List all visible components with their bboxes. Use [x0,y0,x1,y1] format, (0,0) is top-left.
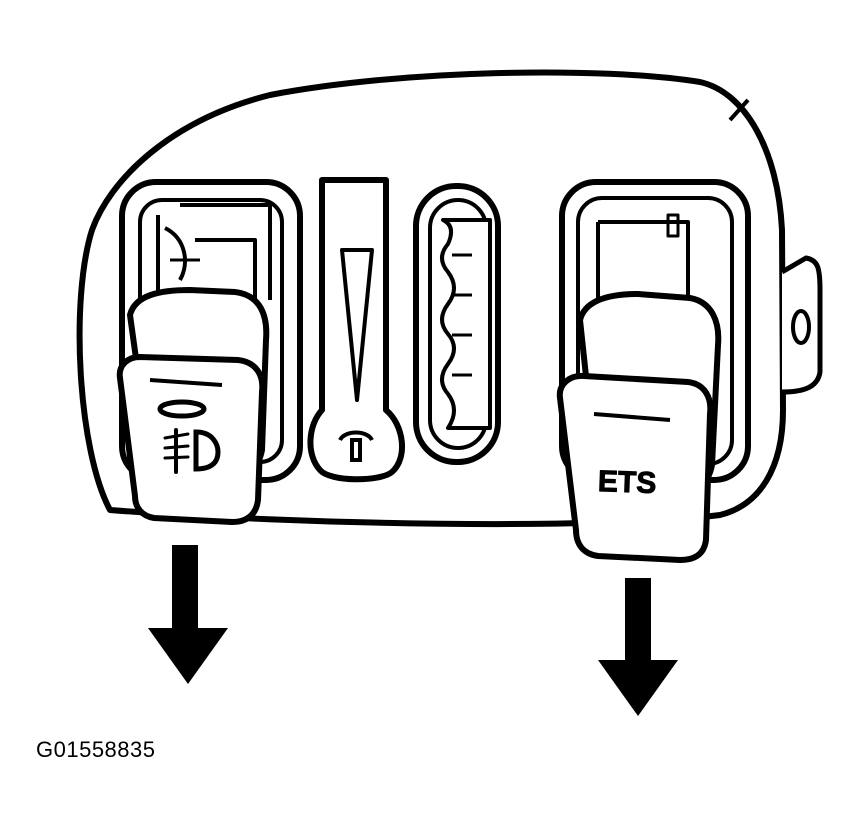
instrument-dimmer-icon [338,430,374,462]
ets-knob[interactable]: ETS [556,291,722,563]
dimmer-slider[interactable] [307,177,406,483]
arrow-down-icon [598,578,678,716]
figure-id: G01558835 [36,737,156,762]
fog-light-icon [157,399,221,474]
ets-label: ETS [597,465,656,500]
thumbwheel[interactable] [413,183,501,465]
arrow-down-icon [148,545,228,684]
fog-light-knob[interactable] [116,287,270,525]
